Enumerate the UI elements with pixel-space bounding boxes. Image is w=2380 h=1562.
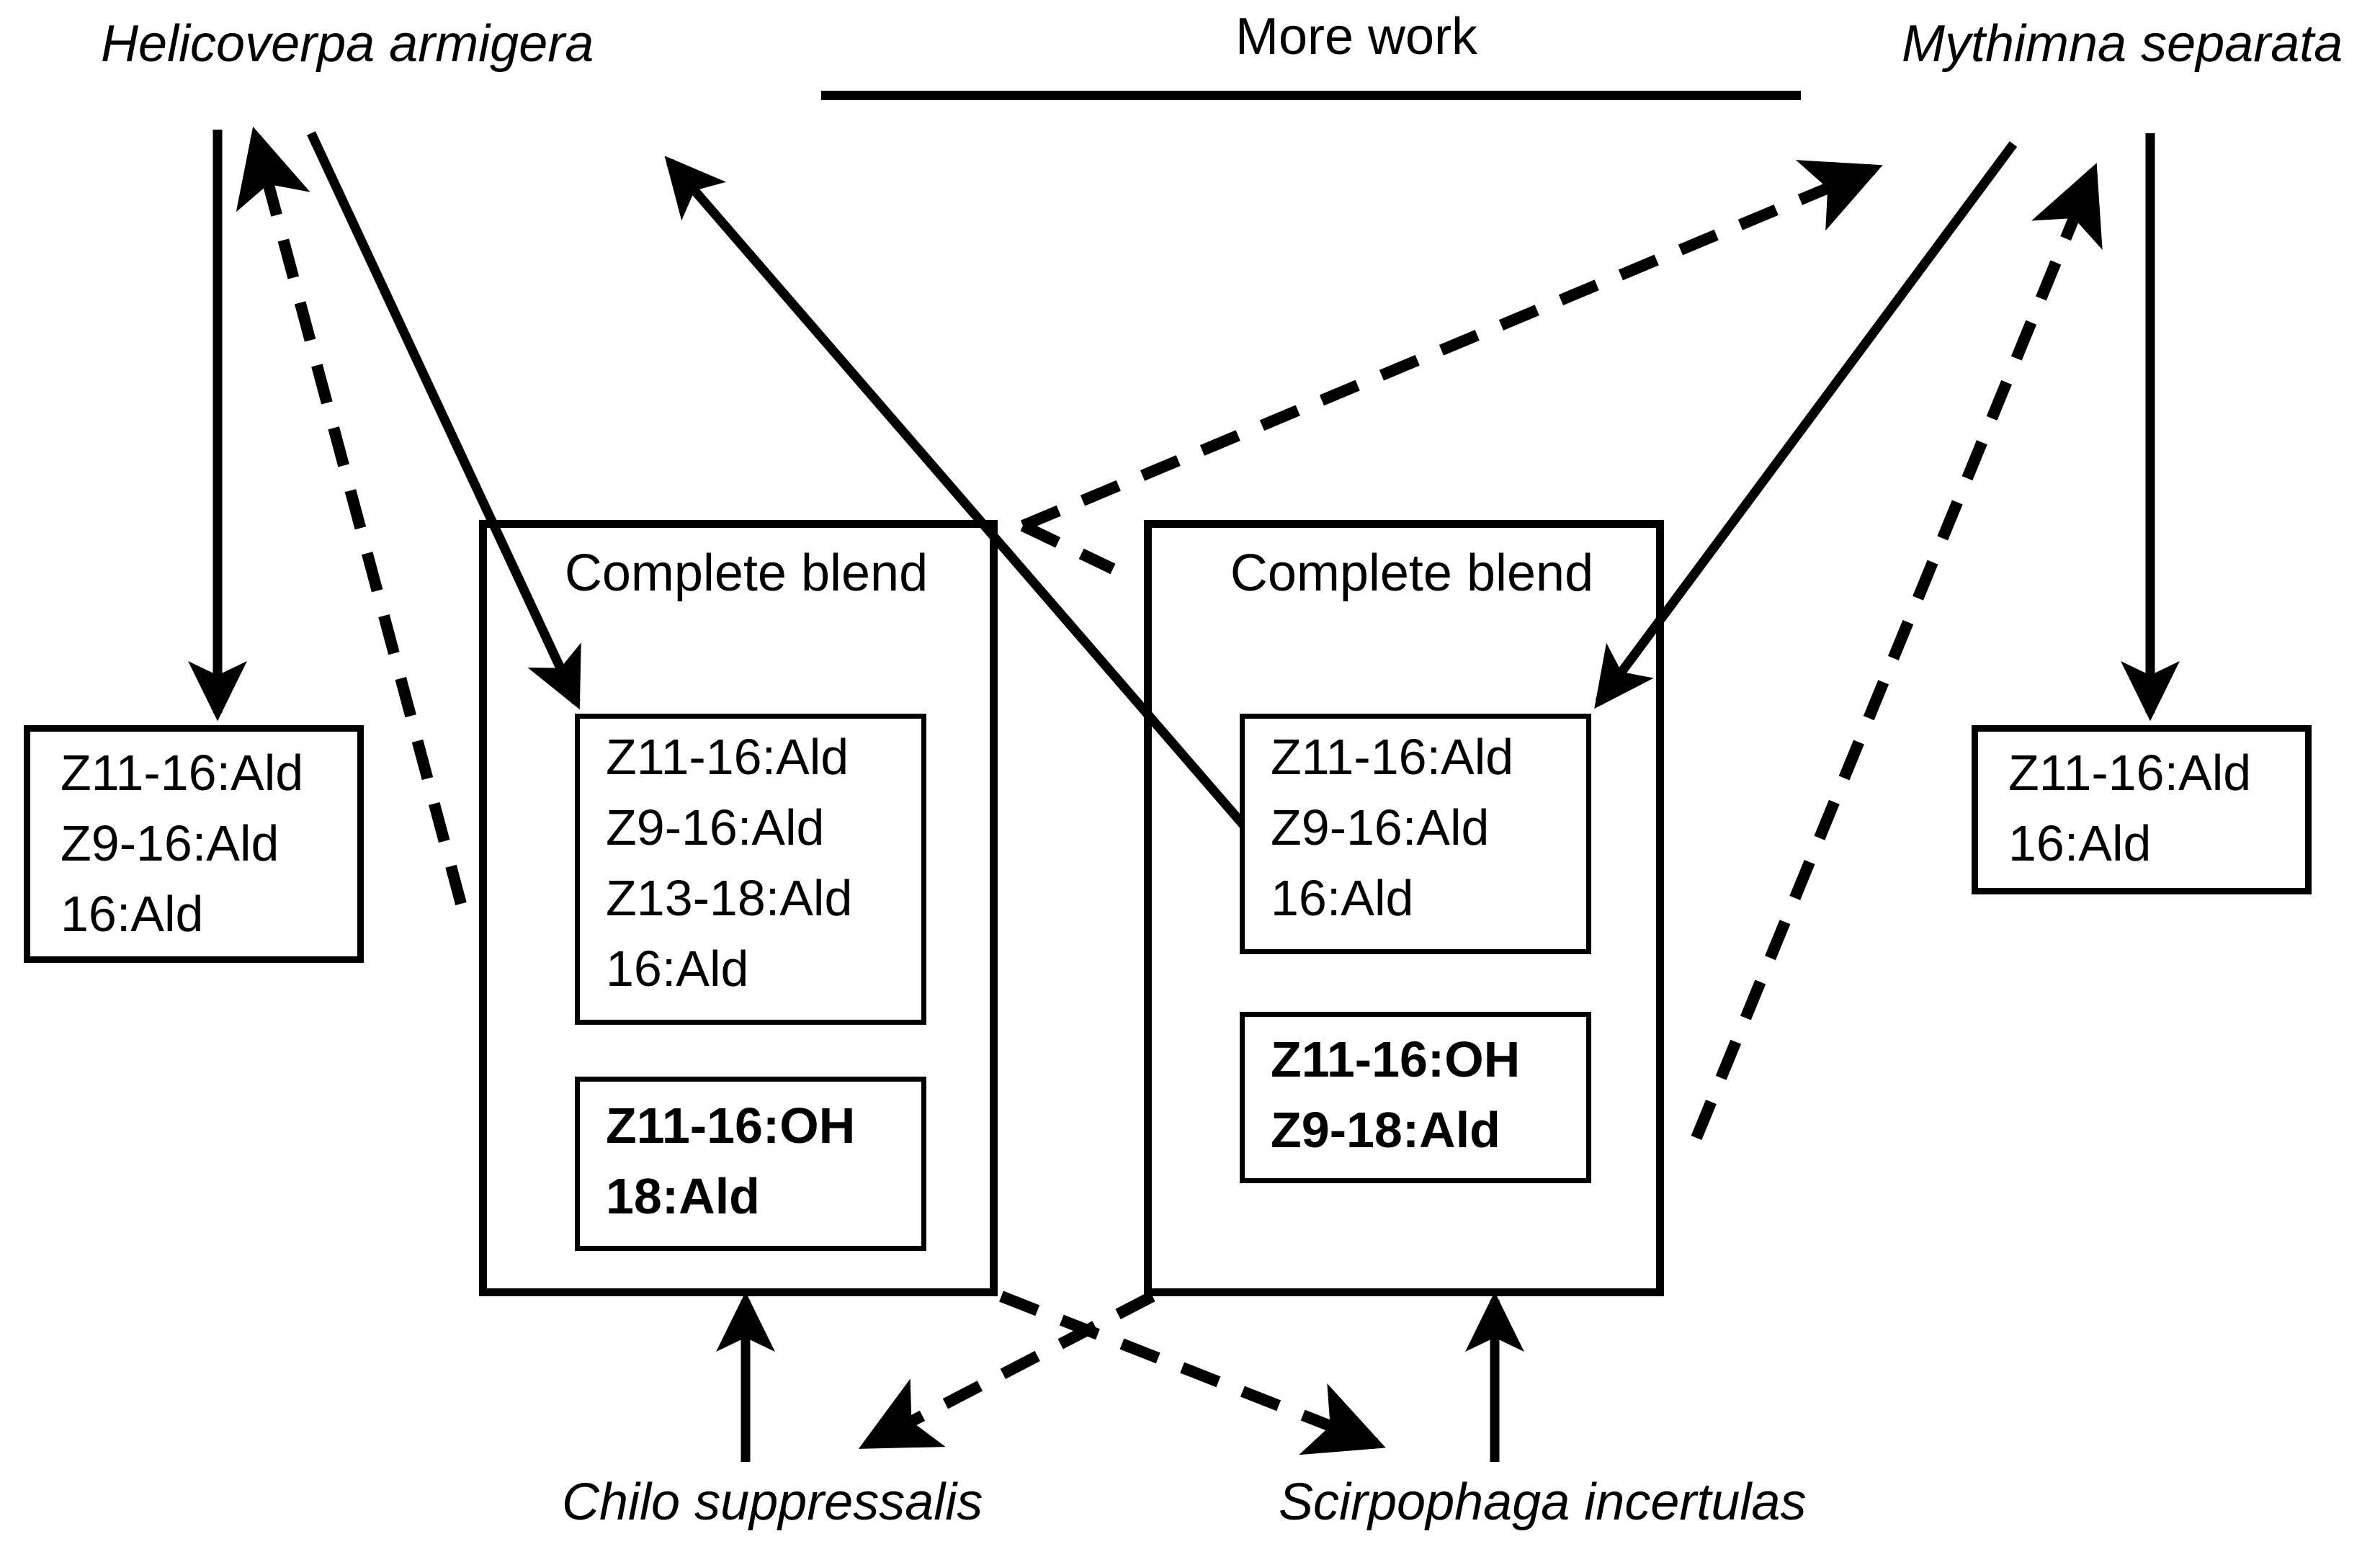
right-blend-extra-line-1: Z11-16:OH [1271,1031,1521,1087]
right-components-box: Z11-16:Ald 16:Ald [1972,725,2312,894]
left-blend-main-line-3: Z13-18:Ald [606,870,853,926]
right-blend-main-line-1: Z11-16:Ald [1271,729,1514,785]
left-components-line-1: Z11-16:Ald [61,745,304,801]
left-components-box: Z11-16:Ald Z9-16:Ald 16:Ald [24,725,364,963]
arrow-dashed-to-mythimna-short [1691,163,2103,1141]
left-blend-title: Complete blend [564,544,929,602]
left-blend-extra-box: Z11-16:OH 18:Ald [575,1077,926,1251]
arrow-dashed-to-mythimna-long [1020,160,1883,531]
right-blend-extra-box: Z11-16:OH Z9-18:Ald [1240,1012,1591,1183]
left-blend-main-box: Z11-16:Ald Z9-16:Ald Z13-18:Ald 16:Ald [575,714,926,1025]
left-blend-main-line-4: 16:Ald [606,941,749,997]
left-components-line-2: Z9-16:Ald [61,815,279,871]
right-blend-main-box: Z11-16:Ald Z9-16:Ald 16:Ald [1240,714,1591,954]
left-blend-main-line-1: Z11-16:Ald [606,729,849,785]
species-label-scirpophaga-incertulas: Scirpophaga incertulas [1279,1473,1807,1531]
right-blend-extra-line-2: Z9-18:Ald [1271,1102,1500,1158]
right-components-line-1: Z11-16:Ald [2008,745,2252,801]
left-blend-extra-line-1: Z11-16:OH [606,1098,856,1154]
right-components-line-2: 16:Ald [2008,815,2152,871]
more-work-label: More work [1235,8,1478,66]
left-blend-extra-line-2: 18:Ald [606,1168,760,1224]
left-complete-blend-container: Complete blend Z11-16:Ald Z9-16:Ald Z13-… [479,520,998,1296]
arrow-dashed-crossing-left-lower [1020,520,1116,575]
arrow-dashed-right-blend-to-chilo [858,1291,1155,1450]
right-blend-title: Complete blend [1230,544,1594,602]
right-blend-main-line-2: Z9-16:Ald [1271,799,1490,856]
arrow-dashed-left-blend-to-scirpophaga [999,1291,1386,1455]
left-blend-main-line-2: Z9-16:Ald [606,799,825,856]
left-components-line-3: 16:Ald [61,886,204,942]
species-label-mythimna-separata: Mythimna separata [1902,15,2343,73]
species-label-chilo-suppressalis: Chilo suppressalis [562,1473,983,1531]
more-work-underline [821,91,1801,100]
right-blend-main-line-3: 16:Ald [1271,870,1414,926]
right-complete-blend-container: Complete blend Z11-16:Ald Z9-16:Ald 16:A… [1144,520,1664,1296]
species-label-helicoverpa-armigera: Helicoverpa armigera [101,15,594,73]
